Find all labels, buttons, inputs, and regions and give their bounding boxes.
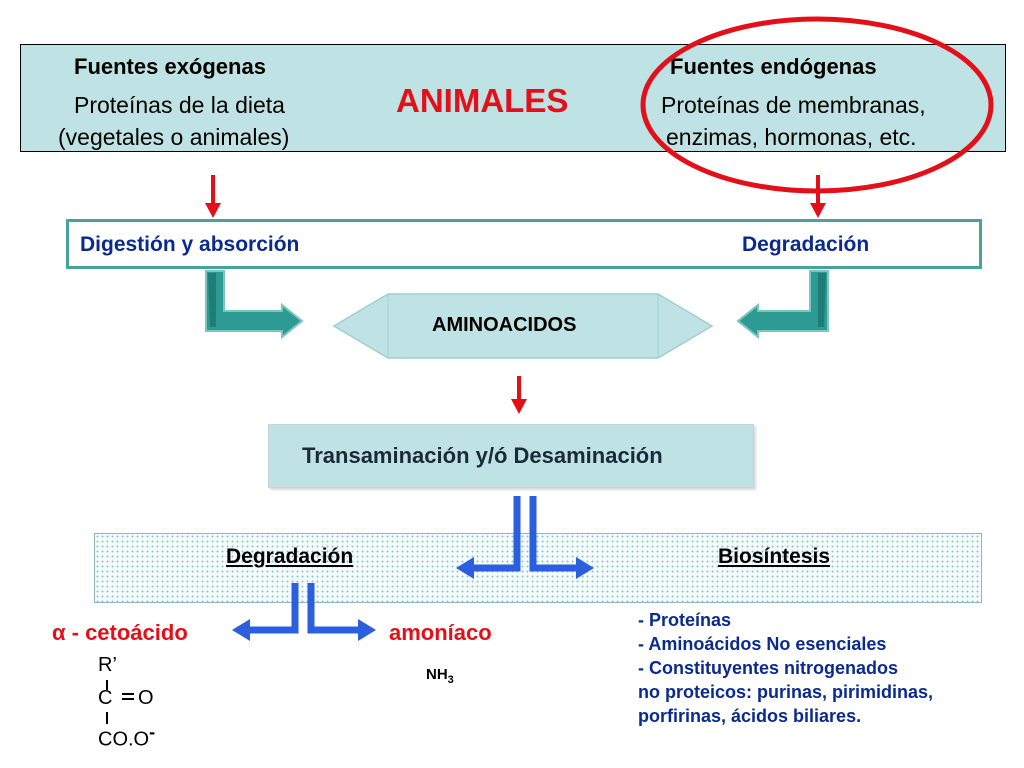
structure-carboxylate: CO.O- (98, 722, 156, 751)
endogenous-highlight-ellipse (640, 16, 994, 194)
endogenous-title: Fuentes endógenas (670, 54, 877, 79)
endogenous-line-1: Proteínas de membranas, (661, 92, 926, 118)
exogenous-title: Fuentes exógenas (74, 54, 266, 79)
degradation-label: Degradación (742, 233, 870, 256)
aminoacids-label: AMINOACIDOS (432, 314, 577, 336)
structure-r-group: R’ (98, 654, 117, 676)
arrow-digestion-to-aminoacids (205, 270, 304, 340)
structure-oxygen: O (138, 687, 154, 709)
biosynthesis-item: porfirinas, ácidos biliares. (638, 706, 862, 726)
exogenous-line-1: Proteínas de la dieta (74, 92, 285, 118)
biosynthesis-item: - Proteínas (638, 610, 732, 630)
arrow-split-keto-ammonia (246, 583, 362, 634)
keto-acid-structure-bonds (106, 680, 134, 724)
keto-acid-label: α - cetoácido (52, 620, 188, 645)
biosynthesis-item: no proteicos: purinas, pirimidinas, (638, 682, 934, 702)
arrow-aminoacids-down (511, 376, 527, 414)
animals-title: ANIMALES (396, 82, 569, 119)
exogenous-line-2: (vegetales o animales) (58, 124, 290, 150)
arrow-degradation-to-aminoacids (736, 270, 829, 340)
biosynthesis-item: - Aminoácidos No esenciales (638, 634, 887, 654)
arrow-exogenous-down (205, 175, 221, 218)
biosynthesis-item: - Constituyentes nitrogenados (638, 658, 899, 678)
degradation-outcome-label: Degradación (226, 545, 354, 568)
processes-box (66, 219, 982, 269)
digestion-label: Digestión y absorción (80, 233, 300, 256)
transamination-label: Transaminación y/ó Desaminación (302, 443, 663, 468)
endogenous-line-2: enzimas, hormonas, etc. (666, 124, 917, 150)
arrow-endogenous-down (810, 175, 826, 218)
transamination-box (268, 424, 754, 488)
ammonia-label: amoníaco (389, 620, 492, 645)
biosynthesis-list: - Proteínas - Aminoácidos No esenciales … (638, 608, 933, 728)
nh3-formula: NH3 (426, 666, 454, 686)
arrow-split-degradation-biosynthesis (470, 496, 580, 572)
structure-carbon: C (98, 687, 113, 709)
sources-box (20, 44, 1006, 152)
biosynthesis-outcome-label: Biosíntesis (718, 545, 831, 568)
